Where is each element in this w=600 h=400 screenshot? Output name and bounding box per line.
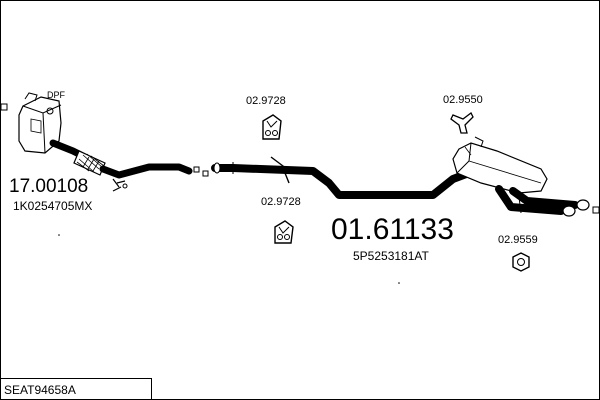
centre-pipe: [202, 156, 473, 199]
dpf-part-number[interactable]: 17.00108: [9, 176, 89, 197]
dpf-unit: [18, 92, 62, 154]
hanger-bottom-shape: [274, 220, 294, 244]
edge-marker-right: [592, 206, 599, 214]
diagram-code: SEAT94658A: [4, 383, 76, 397]
dot-marker: [58, 234, 60, 236]
front-pipe: [49, 139, 200, 192]
dpf-oem-ref: 1K0254705MX: [13, 199, 93, 213]
dot-marker: [398, 282, 400, 284]
clamp-bracket-part-number[interactable]: 02.9550: [443, 94, 483, 106]
rear-silencer-oem-ref: 5P5253181AT: [353, 249, 429, 263]
rubber-ring-shape: [512, 252, 530, 272]
edge-marker-left: [1, 103, 8, 111]
clamp-bracket-shape: [450, 112, 474, 134]
dpf-tag: DPF: [47, 90, 65, 100]
hanger-top-part-number[interactable]: 02.9728: [246, 95, 286, 107]
hanger-top-shape: [262, 114, 282, 140]
diagram-code-box: SEAT94658A: [1, 378, 152, 399]
rear-silencer-body: [452, 136, 590, 217]
hanger-bottom-part-number[interactable]: 02.9728: [261, 196, 301, 208]
rear-silencer-part-number[interactable]: 01.61133: [331, 213, 454, 246]
rubber-ring-part-number[interactable]: 02.9559: [498, 234, 538, 246]
